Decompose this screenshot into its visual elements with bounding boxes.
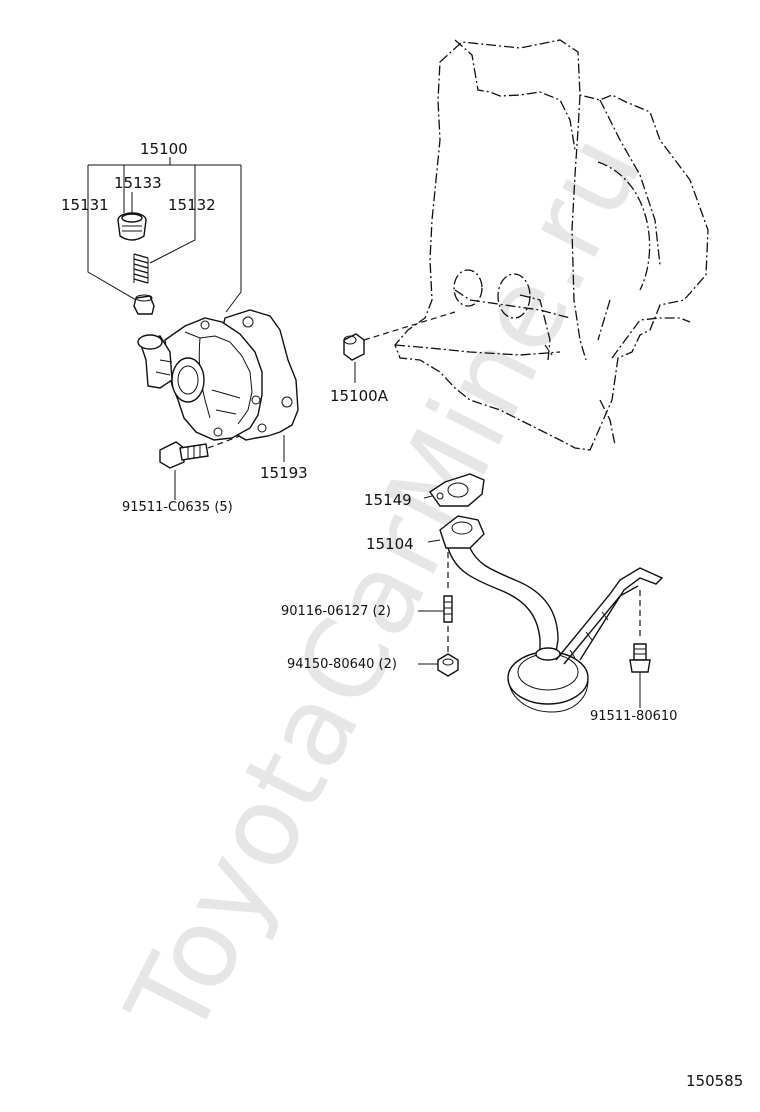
label-strainer-gasket: 15149 — [364, 491, 412, 509]
oil-pump-assembly — [137, 309, 299, 441]
diagram-id: 150585 — [686, 1072, 744, 1090]
label-pump-bolt: 91511-C0635 (5) — [122, 500, 233, 515]
strainer-gasket — [423, 473, 485, 507]
leader-lines-15100 — [87, 157, 242, 313]
relief-valve-parts — [117, 212, 155, 315]
label-stud-bolt: 90116-06127 (2) — [281, 604, 391, 619]
strainer-bolt — [629, 590, 651, 708]
engine-block-outline — [394, 39, 709, 451]
label-nut: 94150-80640 (2) — [287, 657, 397, 672]
label-relief-spring: 15132 — [168, 196, 216, 214]
label-relief-valve: 15131 — [61, 196, 109, 214]
label-oil-strainer: 15104 — [366, 535, 414, 553]
nut — [418, 626, 459, 677]
label-strainer-bolt: 91511-80610 — [590, 709, 678, 724]
pump-bolt — [159, 435, 241, 500]
label-plug-block: 15100A — [330, 387, 388, 405]
label-oil-pump-assy: 15100 — [140, 140, 188, 158]
stud-bolt — [418, 552, 453, 623]
label-oil-pump-gasket: 15193 — [260, 464, 308, 482]
oil-strainer — [427, 515, 664, 713]
label-relief-valve-plug: 15133 — [114, 174, 162, 192]
plug-block — [343, 311, 456, 383]
